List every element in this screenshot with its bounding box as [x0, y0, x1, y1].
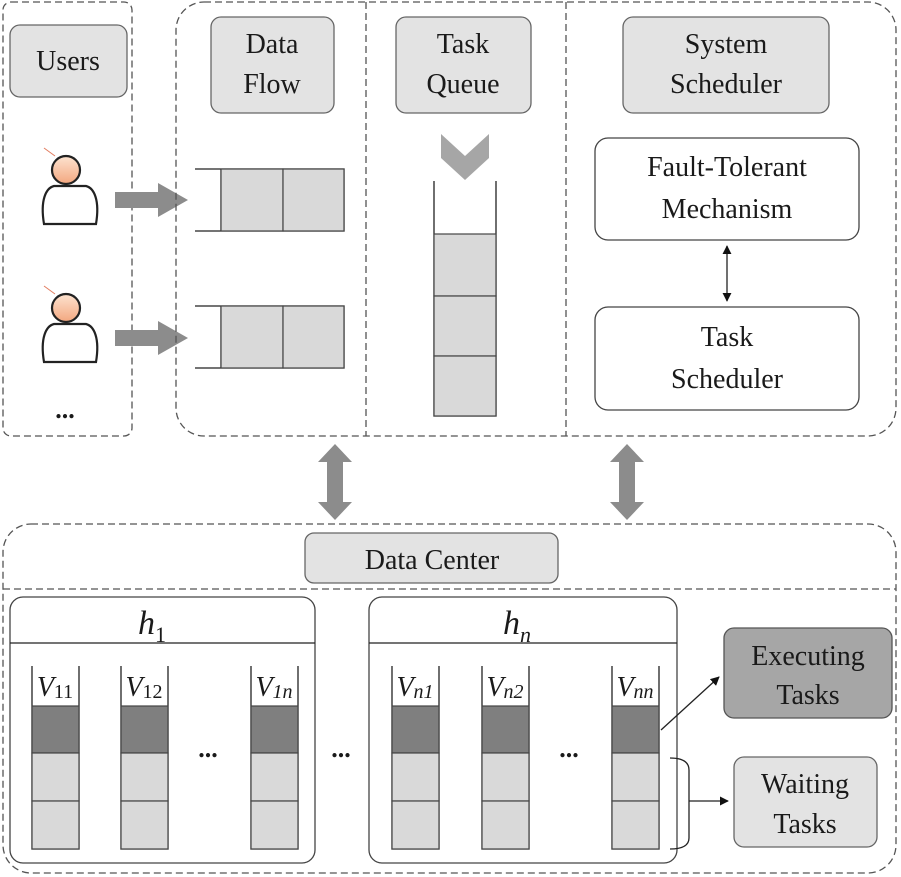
task-scheduler-line2: Scheduler	[671, 364, 784, 395]
system-scheduler-label-box	[622, 16, 830, 114]
vm-column: Vnn	[611, 666, 660, 850]
users-label-box	[9, 24, 128, 98]
task-queue-title-line2: Queue	[426, 69, 499, 100]
executing-arrow	[660, 676, 720, 731]
data-flow-title-line2: Flow	[243, 69, 301, 100]
upper-panel	[175, 1, 897, 437]
data-flow-title-line1: Data	[246, 29, 299, 60]
executing-tasks-box	[723, 627, 893, 719]
vm-label: Vn2	[486, 672, 523, 703]
user-icon	[41, 285, 99, 364]
flow-datacenter-double-arrow	[318, 444, 352, 520]
users-panel	[2, 1, 133, 437]
vm-column: V11	[31, 666, 80, 850]
vm-column: V1n	[250, 666, 299, 850]
users-title: Users	[36, 46, 100, 77]
vm-label: V11	[37, 672, 73, 703]
host-1-label: h1	[138, 605, 166, 647]
scheduler-datacenter-double-arrow	[610, 444, 644, 520]
flow-buffer	[195, 305, 345, 369]
task-queue-title-line1: Task	[437, 29, 489, 60]
waiting-line2: Tasks	[773, 809, 836, 840]
data-flow-label-box	[210, 16, 335, 114]
vm-label: Vn1	[396, 672, 433, 703]
task-queue-stack	[433, 181, 497, 417]
fault-tolerant-line1: Fault-Tolerant	[647, 152, 807, 183]
fault-tolerant-line2: Mechanism	[662, 194, 793, 225]
task-scheduler-line1: Task	[701, 322, 753, 353]
host-n-label: hn	[503, 605, 531, 647]
vm-label: V1n	[255, 672, 292, 703]
data-center-panel	[2, 523, 897, 874]
waiting-line1: Waiting	[761, 769, 849, 800]
hosts-ellipsis: ...	[331, 734, 351, 763]
system-scheduler-title-line1: System	[685, 29, 768, 60]
waiting-brace	[669, 757, 690, 850]
vm-ellipsis: ...	[198, 734, 218, 763]
vm-ellipsis: ...	[559, 734, 579, 763]
user-to-flow-arrow	[115, 183, 188, 217]
users-more-ellipsis: ...	[55, 395, 75, 424]
data-center-label-box	[304, 532, 559, 584]
user-to-flow-arrow	[115, 321, 188, 355]
task-queue-label-box	[395, 16, 532, 114]
executing-line1: Executing	[751, 641, 865, 672]
flow-buffer	[195, 168, 345, 232]
data-center-title: Data Center	[365, 545, 500, 576]
vm-label: V12	[125, 672, 162, 703]
vm-column: Vn1	[391, 666, 440, 850]
fault-tolerant-box	[594, 137, 860, 241]
task-scheduler-box	[594, 306, 860, 411]
vm-column: V12	[120, 666, 169, 850]
executing-line2: Tasks	[776, 680, 839, 711]
user-icon	[41, 147, 99, 226]
waiting-tasks-box	[733, 756, 878, 848]
vm-label: Vnn	[616, 672, 653, 703]
queue-input-chevron	[441, 134, 489, 180]
vm-column: Vn2	[481, 666, 530, 850]
system-scheduler-title-line2: Scheduler	[670, 69, 783, 100]
